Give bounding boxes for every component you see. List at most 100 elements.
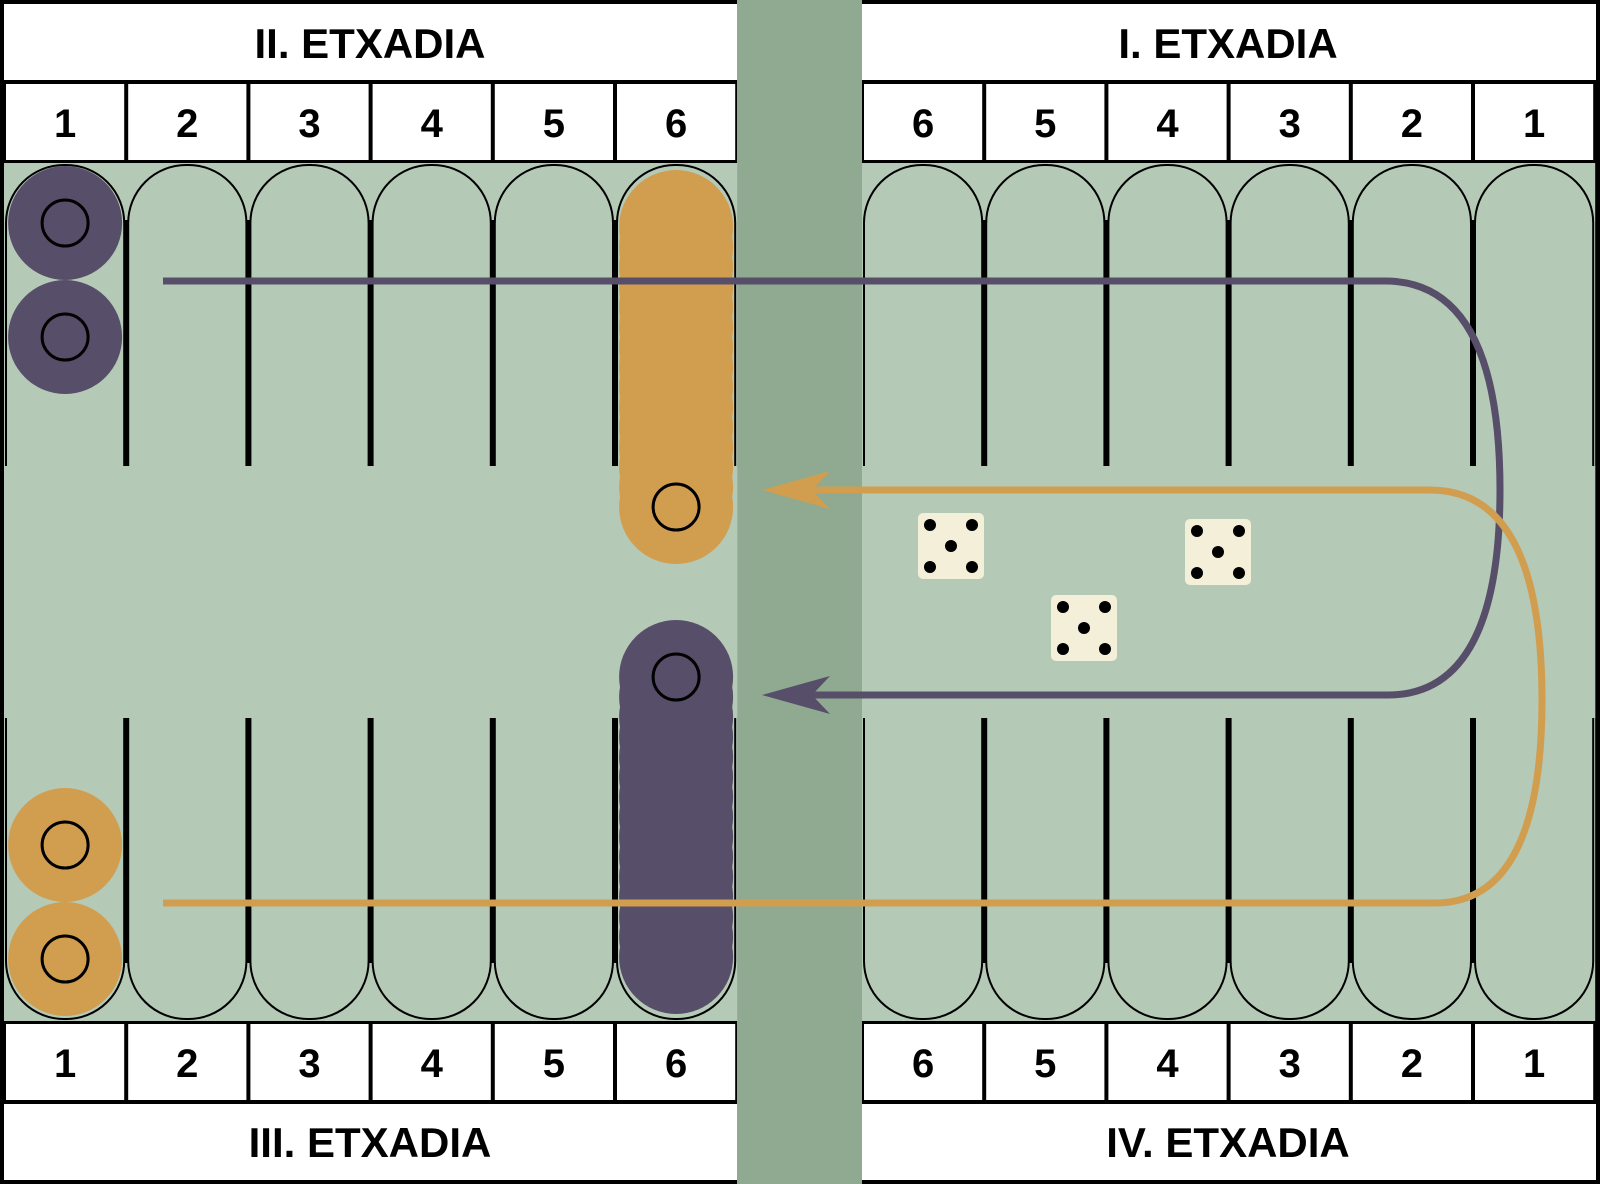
die xyxy=(918,513,984,579)
checker-ring xyxy=(40,820,90,870)
dark-checker[interactable] xyxy=(8,166,123,280)
point-number-cell xyxy=(1230,84,1349,160)
light-checker[interactable] xyxy=(8,788,123,902)
die-pip xyxy=(1099,643,1111,655)
light-move-path-line xyxy=(163,486,1546,907)
point-number-cell xyxy=(1475,1024,1594,1100)
quadrant-title-bar-bottom-right xyxy=(862,1104,1596,1180)
point-number-label: 4 xyxy=(1156,102,1179,146)
quadrant-label-bottom-right: IV. ETXADIA xyxy=(1106,1119,1350,1166)
die-pip xyxy=(1078,622,1090,634)
die-pip xyxy=(924,519,936,531)
point-number-label: 4 xyxy=(421,1042,444,1086)
die-pip xyxy=(1057,643,1069,655)
point-number-cell xyxy=(1352,84,1471,160)
quadrant-title-bar-top-right xyxy=(862,4,1596,80)
point-number-label: 4 xyxy=(1156,1042,1179,1086)
field-middle-band xyxy=(4,466,738,718)
point-numbers-bottom: 1 2 3 4 5 6 6 5 4 3 2 1 xyxy=(6,1024,1594,1100)
point-number-cell xyxy=(128,84,247,160)
dark-checker-stack[interactable] xyxy=(8,166,123,394)
point-number-label: 2 xyxy=(176,1042,198,1086)
point-number-label: 1 xyxy=(1523,102,1545,146)
die-pip xyxy=(966,561,978,573)
point-number-cell xyxy=(864,84,983,160)
light-checker[interactable] xyxy=(8,902,123,1016)
dark-move-path-line xyxy=(163,277,1504,699)
quadrant-label-top-right: I. ETXADIA xyxy=(1118,20,1337,67)
die-pip xyxy=(1057,601,1069,613)
point-number-label: 3 xyxy=(1279,102,1301,146)
point-number-label: 2 xyxy=(1401,102,1423,146)
point-number-cell xyxy=(986,1024,1105,1100)
die-pip xyxy=(945,540,957,552)
point-number-label: 3 xyxy=(1279,1042,1301,1086)
point-number-cell xyxy=(1108,84,1227,160)
point-number-label: 5 xyxy=(1034,1042,1056,1086)
point-number-label: 1 xyxy=(54,1042,76,1086)
die-pip xyxy=(1191,567,1203,579)
checker-ring xyxy=(651,652,701,702)
die-pip xyxy=(966,519,978,531)
point-number-cell xyxy=(1230,1024,1349,1100)
checker-ring xyxy=(40,934,90,984)
die-pip xyxy=(1212,546,1224,558)
point-number-cell xyxy=(128,1024,247,1100)
point-number-cell xyxy=(1352,1024,1471,1100)
center-bar xyxy=(737,0,862,1184)
dark-checker[interactable] xyxy=(619,620,734,734)
light-checker-stack[interactable] xyxy=(619,170,734,564)
dark-checker[interactable] xyxy=(8,280,123,394)
point-number-label: 6 xyxy=(912,102,934,146)
quadrant-label-bottom-left: III. ETXADIA xyxy=(249,1119,492,1166)
die-pip xyxy=(1233,525,1245,537)
checker-ring xyxy=(40,312,90,362)
die xyxy=(1185,519,1251,585)
point-number-cell xyxy=(250,84,369,160)
die-pip xyxy=(1099,601,1111,613)
point-number-cell xyxy=(494,1024,613,1100)
light-move-path xyxy=(163,471,1546,907)
point-number-cell xyxy=(617,1024,736,1100)
point-number-label: 6 xyxy=(665,1042,687,1086)
die xyxy=(1051,595,1117,661)
point-number-cell xyxy=(372,84,491,160)
light-checker-stack[interactable] xyxy=(8,788,123,1016)
point-number-label: 2 xyxy=(176,102,198,146)
point-number-cell xyxy=(1108,1024,1227,1100)
die-pip xyxy=(1191,525,1203,537)
point-number-cell xyxy=(6,1024,125,1100)
dark-checker-stack[interactable] xyxy=(619,620,734,1014)
checker-ring xyxy=(651,482,701,532)
die-pip xyxy=(1233,567,1245,579)
checker-ring xyxy=(40,198,90,248)
field-right-half xyxy=(862,163,1596,1021)
field-middle-band xyxy=(862,466,1596,718)
point-number-label: 6 xyxy=(912,1042,934,1086)
point-number-cell xyxy=(1475,84,1594,160)
die-pip xyxy=(924,561,936,573)
point-number-cell xyxy=(6,84,125,160)
point-number-cell xyxy=(986,84,1105,160)
point-number-cell xyxy=(372,1024,491,1100)
point-number-label: 3 xyxy=(298,102,320,146)
light-checker[interactable] xyxy=(619,450,734,564)
dice-group xyxy=(918,513,1251,661)
point-number-label: 5 xyxy=(543,1042,565,1086)
point-number-cell xyxy=(494,84,613,160)
quadrant-title-bar-top-left xyxy=(4,4,737,80)
point-number-cell xyxy=(250,1024,369,1100)
point-number-label: 1 xyxy=(1523,1042,1545,1086)
quadrant-label-top-left: II. ETXADIA xyxy=(254,20,485,67)
point-number-cell xyxy=(617,84,736,160)
arrow-left-icon xyxy=(762,676,830,714)
point-number-label: 5 xyxy=(1034,102,1056,146)
checkers-layer xyxy=(8,166,734,1016)
point-number-label: 2 xyxy=(1401,1042,1423,1086)
point-number-label: 1 xyxy=(54,102,76,146)
point-number-cell xyxy=(864,1024,983,1100)
point-number-label: 3 xyxy=(298,1042,320,1086)
quadrant-title-bar-bottom-left xyxy=(4,1104,737,1180)
